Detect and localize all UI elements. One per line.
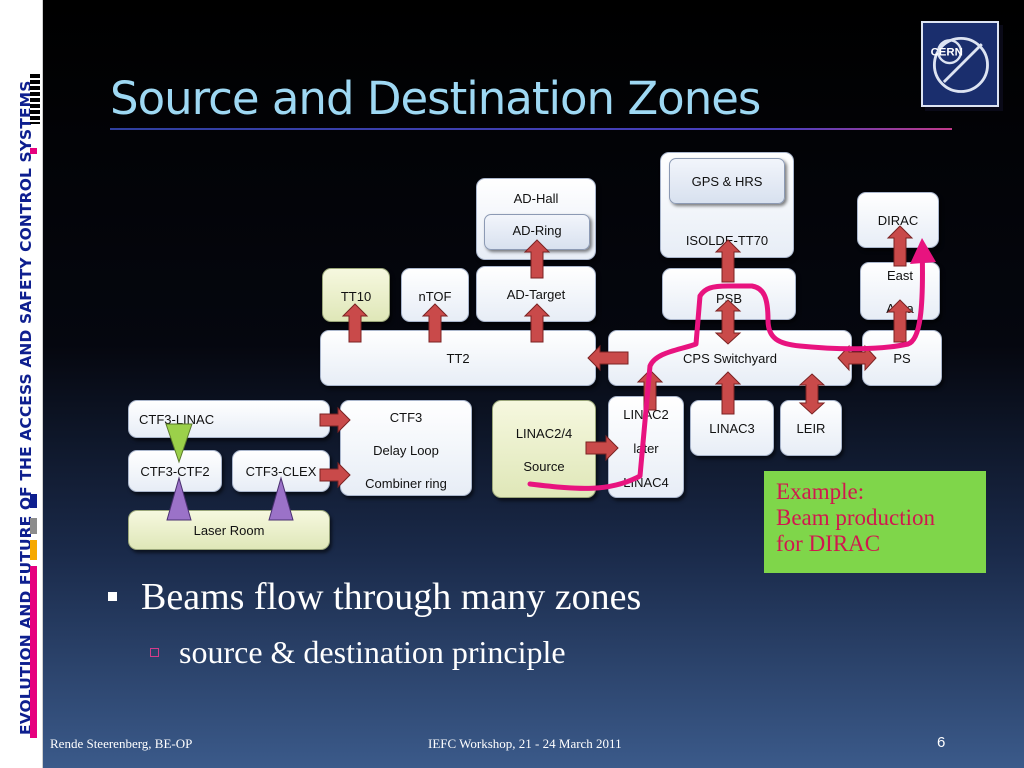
example-callout: Example: Beam production for DIRAC [764,471,986,573]
bullet-square-icon [108,591,117,601]
sub-bullet-square-icon [150,648,159,658]
zone-ps-label: PS [893,351,911,366]
bullet-text: Beams flow through many zones [141,576,642,618]
decoration-blue [30,494,37,508]
zone-ctf3-ctf2-label: CTF3-CTF2 [140,464,210,479]
zone-ctf3-clex-label: CTF3-CLEX [245,464,317,479]
zone-dirac: DIRAC [857,192,939,248]
zone-linac2-label-1: LINAC2 [623,407,669,422]
decoration-pink-bottom [30,566,37,738]
decoration-yellow [30,540,37,560]
zone-psb-label: PSB [715,291,742,306]
decoration-pink-top [30,148,37,154]
zone-ctf3-linac: CTF3-LINAC [128,400,330,438]
slide-title: Source and Destination Zones [110,72,761,125]
example-line-1: Example: [776,479,865,504]
zone-linac24-label-1: LINAC2/4 [515,426,573,441]
barcode-decoration [30,74,40,124]
zone-ntof: nTOF [401,268,469,322]
cern-logo-icon: CERN [921,21,999,107]
cern-logo-text: CERN [931,46,963,58]
zone-leir-label: LEIR [796,421,826,436]
zone-ad-target: AD-Target [476,266,596,322]
zone-tt10-label: TT10 [340,289,372,304]
zone-linac2-label-3: LINAC4 [623,475,669,490]
zone-gps-hrs: GPS & HRS [669,158,785,204]
zone-ad-target-label: AD-Target [506,287,566,302]
title-underline [110,128,952,130]
example-line-3: for DIRAC [776,531,881,556]
zone-psb: PSB [662,268,796,320]
zone-laser-room: Laser Room [128,510,330,550]
zone-ctf3-label-3: Combiner ring [365,476,447,491]
zone-tt2-label: TT2 [446,351,470,366]
side-banner: EVOLUTION AND FUTURE OF THE ACCESS AND S… [0,0,43,768]
zone-ctf3-label-2: Delay Loop [373,443,439,458]
bullet-item: Beams flow through many zones [108,575,641,619]
page-number: 6 [937,734,946,751]
zone-isolde-label: ISOLDE-TT70 [685,233,769,248]
zone-linac2: LINAC2 later LINAC4 [608,396,684,498]
zone-linac2-label-2: later [633,441,659,456]
sub-bullet-text: source & destination principle [179,634,566,670]
zone-ctf3-ctf2: CTF3-CTF2 [128,450,222,492]
zone-gps-hrs-label: GPS & HRS [691,174,763,189]
zone-cps-switchyard-label: CPS Switchyard [683,351,777,366]
footer-author: Rende Steerenberg, BE-OP [50,736,193,751]
zone-ps: PS [862,330,942,386]
zone-east-area-label-2: Area [886,301,914,316]
zone-dirac-label: DIRAC [877,213,919,228]
zone-ad-ring: AD-Ring [484,214,590,250]
zone-ntof-label: nTOF [418,289,452,304]
zone-ad-hall-label: AD-Hall [513,191,559,206]
example-line-2: Beam production [776,505,936,530]
zone-east-area-label-1: East [886,268,913,283]
zone-linac24-source: LINAC2/4 Source [492,400,596,498]
zone-ad-ring-label: AD-Ring [512,223,562,238]
zone-ctf3-delay-loop: CTF3 Delay Loop Combiner ring [340,400,472,496]
zone-tt10: TT10 [322,268,390,322]
zone-ctf3-linac-label: CTF3-LINAC [139,412,215,427]
zone-linac3: LINAC3 [690,400,774,456]
footer-event: IEFC Workshop, 21 - 24 March 2011 [428,736,622,751]
zone-east-area: East Area [860,262,940,320]
zone-linac24-label-2: Source [523,459,565,474]
zone-linac3-label: LINAC3 [709,421,755,436]
decoration-grey [30,518,37,534]
sub-bullet-item: source & destination principle [150,634,566,671]
zone-cps-switchyard: CPS Switchyard [608,330,852,386]
zone-tt2: TT2 [320,330,596,386]
zone-ctf3-clex: CTF3-CLEX [232,450,330,492]
zone-ctf3-label-1: CTF3 [389,410,423,425]
zone-laser-room-label: Laser Room [193,523,265,538]
zone-leir: LEIR [780,400,842,456]
side-banner-text: EVOLUTION AND FUTURE OF THE ACCESS AND S… [17,80,35,735]
